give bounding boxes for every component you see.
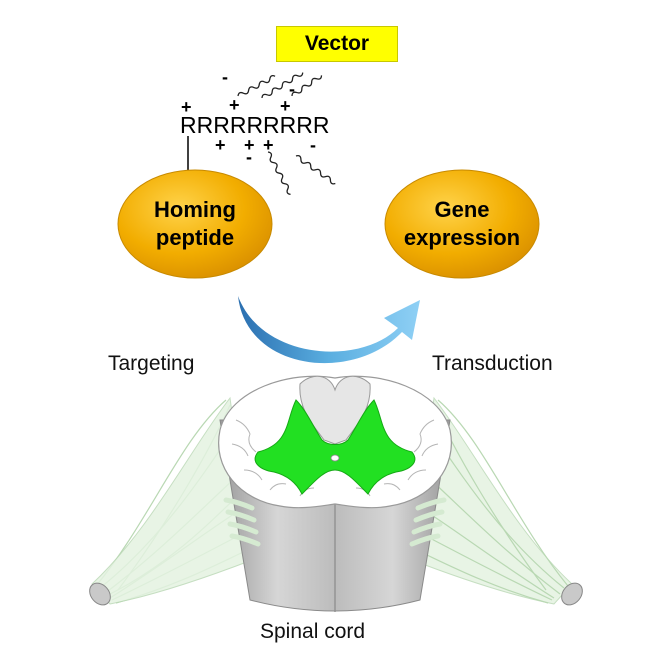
charge-minus: - [246,147,252,167]
nerve-trunk-right [411,396,573,605]
homing-peptide-label: Homing peptide [118,170,272,278]
gray-matter-stained [254,399,416,495]
vector-strand [291,75,323,97]
curved-arrow [238,296,420,364]
vector-strand [267,151,291,196]
gene-expression-line1: Gene [434,197,490,222]
charge-minus: - [222,67,228,87]
vector-label: Vector [304,32,370,55]
vector-strands [237,72,336,196]
charge-plus: + [244,135,255,155]
vector-label-box: Vector [276,26,398,62]
gene-expression-line2: expression [403,225,521,250]
charge-plus: + [280,96,291,116]
targeting-label: Targeting [108,352,195,375]
charge-plus: + [263,135,274,155]
charge-minus: - [289,79,295,99]
homing-peptide-line1: Homing [154,197,236,222]
peptide-sequence: RRRRRRRRR [180,112,330,138]
vector-strand [295,154,336,185]
charge-plus: + [229,95,240,115]
homing-peptide-oval [117,169,273,279]
vector-strand [261,72,304,99]
homing-peptide-line2: peptide [155,225,235,250]
nerve-trunk-left [91,396,253,605]
central-canal [330,454,340,462]
charge-plus: + [215,135,226,155]
gene-expression-oval [384,169,540,279]
transduction-label: Transduction [432,352,553,375]
rootlets [223,497,447,547]
vector-strand [237,75,276,97]
charge-minus: - [310,135,316,155]
nerve-cut-right [561,582,583,606]
charge-plus: + [181,97,192,117]
nerve-cut-left [89,582,111,606]
spinal-cord-label: Spinal cord [260,620,366,643]
gene-expression-label: Gene expression [385,170,539,278]
